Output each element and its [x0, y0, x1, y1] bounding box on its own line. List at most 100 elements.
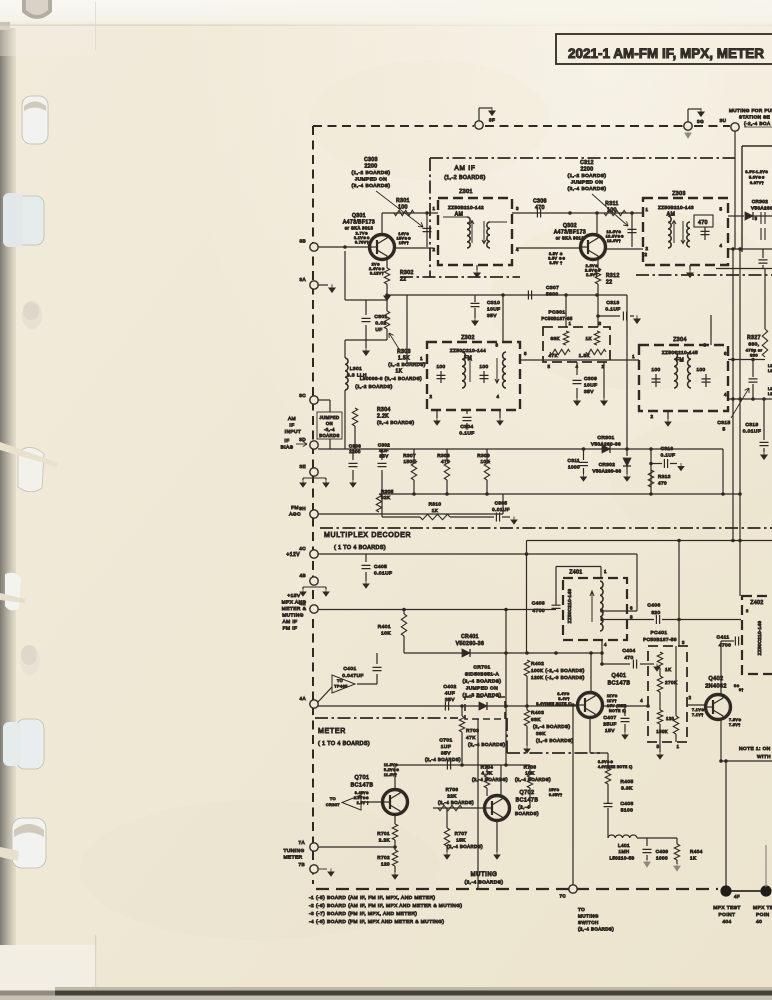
svg-text:AM: AM: [288, 416, 296, 422]
svg-text:0∗: 0∗: [734, 684, 740, 688]
svg-text:(2,-4 BOARDS): (2,-4 BOARDS): [425, 757, 461, 762]
svg-text:100: 100: [436, 364, 445, 369]
svg-text:C310: C310: [487, 300, 500, 306]
svg-text:4F: 4F: [734, 894, 740, 899]
svg-text:2: 2: [433, 247, 436, 252]
svg-text:TP405: TP405: [334, 685, 347, 689]
svg-text:2: 2: [646, 246, 649, 251]
svg-text:ZZ50B210-143: ZZ50B210-143: [658, 205, 694, 210]
svg-text:10UF: 10UF: [584, 383, 598, 389]
svg-text:1000: 1000: [568, 465, 580, 470]
svg-text:1K: 1K: [432, 508, 439, 513]
svg-text:SWITCH: SWITCH: [578, 920, 599, 925]
svg-text:470: 470: [698, 220, 708, 226]
svg-text:or SKA 9013: or SKA 9013: [345, 226, 374, 231]
svg-text:AM: AM: [667, 212, 675, 218]
svg-text:2.8V †: 2.8V †: [357, 801, 369, 805]
svg-text:2.8V∗: 2.8V∗: [586, 264, 599, 268]
svg-text:2: 2: [746, 608, 749, 613]
svg-text:R310: R310: [429, 502, 442, 507]
svg-text:14V∗: 14V∗: [398, 232, 409, 236]
svg-text:C404: C404: [622, 648, 635, 654]
svg-text:Q301: Q301: [352, 213, 366, 219]
svg-text:POINT: POINT: [719, 912, 736, 918]
svg-text:5.6V∗∗: 5.6V∗∗: [749, 176, 765, 180]
svg-text:680,: 680,: [748, 342, 759, 348]
svg-text:7B: 7B: [298, 862, 305, 867]
svg-text:1K: 1K: [585, 336, 592, 341]
svg-text:5: 5: [720, 207, 723, 212]
svg-text:0.01UF: 0.01UF: [743, 429, 761, 435]
svg-text:11.8V†: 11.8V†: [384, 773, 397, 777]
svg-text:10K: 10K: [480, 459, 490, 464]
svg-text:V50A260: V50A260: [751, 206, 772, 211]
svg-text:150K: 150K: [403, 459, 416, 464]
svg-text:Z301: Z301: [459, 189, 473, 195]
svg-text:3E: 3E: [299, 464, 306, 469]
svg-text:AM IF: AM IF: [454, 165, 475, 172]
svg-text:7.8V†: 7.8V†: [729, 723, 741, 727]
svg-text:ZZ50C210-149: ZZ50C210-149: [567, 589, 572, 624]
svg-text:1K: 1K: [395, 369, 402, 375]
svg-text:( 1 TO 4 BOARDS): ( 1 TO 4 BOARDS): [318, 741, 370, 747]
svg-text:C409: C409: [656, 849, 669, 854]
svg-text:6: 6: [524, 351, 527, 356]
svg-text:4C: 4C: [299, 546, 306, 551]
svg-text:V50260-36: V50260-36: [456, 641, 485, 647]
svg-text:2: 2: [602, 364, 605, 369]
svg-text:7.8V∗: 7.8V∗: [729, 718, 742, 722]
svg-text:METER: METER: [318, 728, 346, 735]
svg-text:2200: 2200: [581, 167, 594, 173]
svg-text:TO: TO: [337, 679, 343, 683]
svg-text:470: 470: [658, 481, 667, 486]
svg-text:3F: 3F: [489, 118, 495, 123]
svg-text:BC147B: BC147B: [351, 783, 374, 789]
svg-text:-3 (-7) BOARD (FM IF, MPX, AND: -3 (-7) BOARD (FM IF, MPX, AND METER): [309, 911, 417, 917]
svg-text:0.76V†: 0.76V†: [355, 241, 369, 245]
svg-text:2.8V∗∗: 2.8V∗∗: [585, 269, 601, 273]
svg-text:AM: AM: [455, 212, 463, 218]
svg-text:BIAS: BIAS: [281, 445, 294, 451]
svg-text:-1 (-5) BOARD (AM IF, FM IF,: -1 (-5) BOARD (AM IF, FM IF, MPX, AND ME…: [309, 895, 435, 901]
svg-text:22: 22: [606, 280, 612, 286]
svg-text:120K (-1,-3 BOARDS): 120K (-1,-3 BOARDS): [531, 675, 585, 680]
svg-text:4: 4: [640, 698, 643, 703]
svg-text:(1,-2 BOARDS): (1,-2 BOARDS): [352, 170, 391, 176]
svg-text:1: 1: [433, 206, 436, 211]
svg-text:35V: 35V: [487, 313, 497, 319]
svg-text:5600: 5600: [546, 292, 558, 298]
svg-text:4: 4: [604, 642, 607, 647]
svg-text:Q402: Q402: [709, 676, 724, 682]
svg-text:C308: C308: [533, 199, 547, 205]
svg-text:R305: R305: [381, 489, 394, 494]
svg-text:3D: 3D: [299, 437, 306, 442]
svg-text:ZZ50B210-142: ZZ50B210-142: [448, 205, 484, 210]
svg-text:R308: R308: [437, 453, 450, 458]
svg-text:Z402: Z402: [750, 600, 763, 606]
svg-text:11.8V∗: 11.8V∗: [384, 763, 398, 767]
svg-text:R401: R401: [378, 624, 391, 630]
svg-text:4700: 4700: [533, 608, 545, 614]
svg-text:R701: R701: [377, 831, 390, 836]
svg-text:2200: 2200: [349, 449, 361, 454]
svg-text:4: 4: [720, 243, 723, 248]
svg-text:MPX TE: MPX TE: [753, 905, 772, 911]
svg-text:R301: R301: [396, 198, 410, 204]
svg-text:0.1UF: 0.1UF: [459, 431, 474, 437]
svg-text:2: 2: [689, 695, 692, 700]
svg-text:C319: C319: [745, 422, 758, 428]
svg-text:C304: C304: [460, 424, 473, 430]
svg-text:0.05V†: 0.05V†: [549, 793, 562, 797]
svg-text:PC50B187-65: PC50B187-65: [541, 316, 572, 321]
svg-text:2021-1 AM-FM IF, MPX, METER: 2021-1 AM-FM IF, MPX, METER: [568, 46, 764, 61]
svg-text:(1,-3 BOARDS): (1,-3 BOARDS): [536, 738, 574, 743]
svg-text:A473/BF173: A473/BF173: [343, 220, 375, 226]
svg-text:15V: 15V: [605, 728, 615, 734]
svg-text:C407: C407: [603, 715, 616, 721]
svg-text:C313: C313: [606, 300, 619, 306]
svg-text:C307: C307: [546, 285, 559, 291]
svg-text:0.48V∗: 0.48V∗: [355, 791, 369, 795]
svg-text:5100: 5100: [621, 808, 633, 814]
svg-text:13.6V†: 13.6V†: [607, 239, 621, 243]
svg-text:Q701: Q701: [355, 775, 370, 781]
